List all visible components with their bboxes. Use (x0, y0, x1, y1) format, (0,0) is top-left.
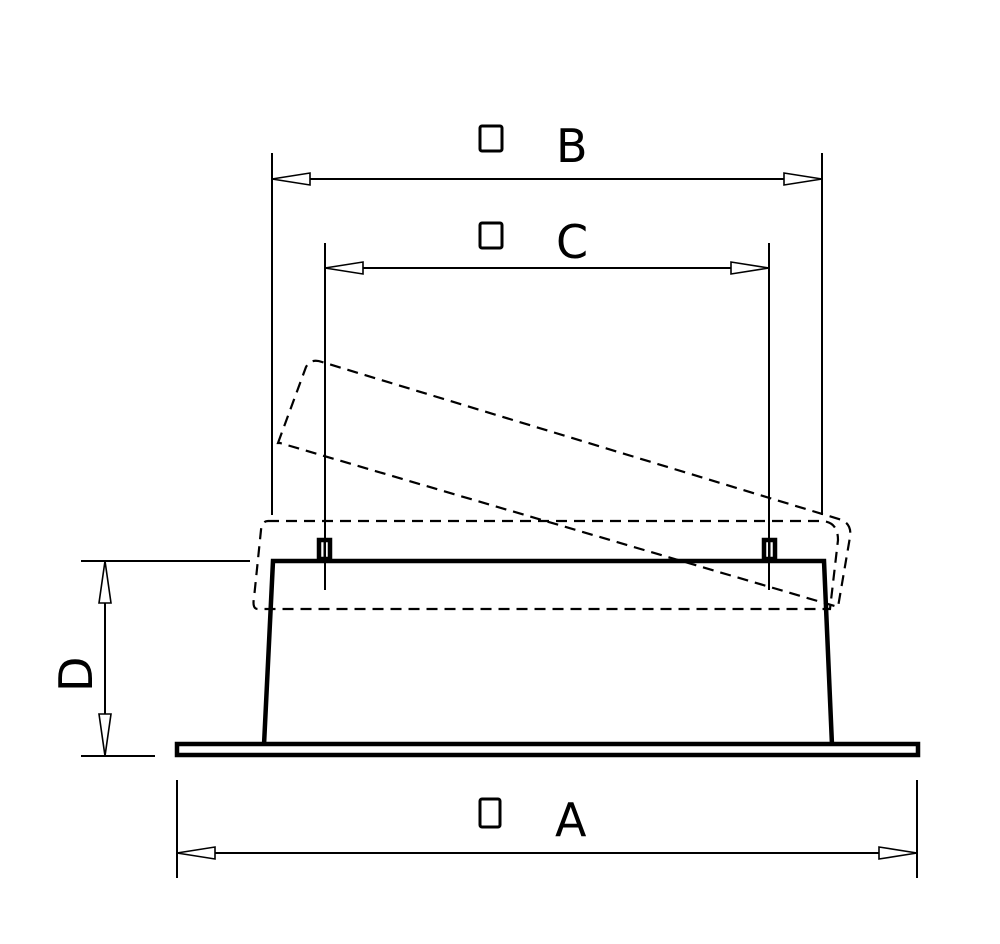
lid-closed-position (252, 519, 840, 611)
arrowhead-left-icon (324, 261, 364, 275)
arrowhead-right-icon (730, 261, 770, 275)
arrowhead-up-icon (98, 560, 112, 604)
base-body (174, 537, 921, 758)
arrowhead-right-icon (878, 846, 918, 860)
arrowhead-right-icon (783, 172, 823, 186)
square-symbol-icon (478, 124, 504, 153)
lid-open-position (276, 359, 852, 609)
dimension-label-d: D (49, 657, 103, 692)
arrowhead-left-icon (176, 846, 216, 860)
lid-closed-outline (252, 519, 840, 611)
square-symbol-icon (478, 797, 502, 829)
dimension-b: B (271, 119, 823, 515)
dimension-label-c: C (556, 215, 588, 269)
dimension-c: C (324, 215, 770, 590)
arrowhead-down-icon (98, 713, 112, 757)
square-symbol-icon (478, 221, 504, 250)
hinge-pin-right (761, 537, 778, 562)
dimension-a: A (176, 780, 918, 878)
dimension-label-a: A (555, 793, 587, 847)
base-flange (174, 741, 921, 758)
dimension-label-b: B (556, 119, 588, 173)
dimension-d: D (49, 560, 250, 757)
lid-open-outline (276, 359, 852, 609)
base-walls (261, 558, 835, 746)
hinge-pin-left (316, 537, 333, 562)
arrowhead-left-icon (271, 172, 311, 186)
